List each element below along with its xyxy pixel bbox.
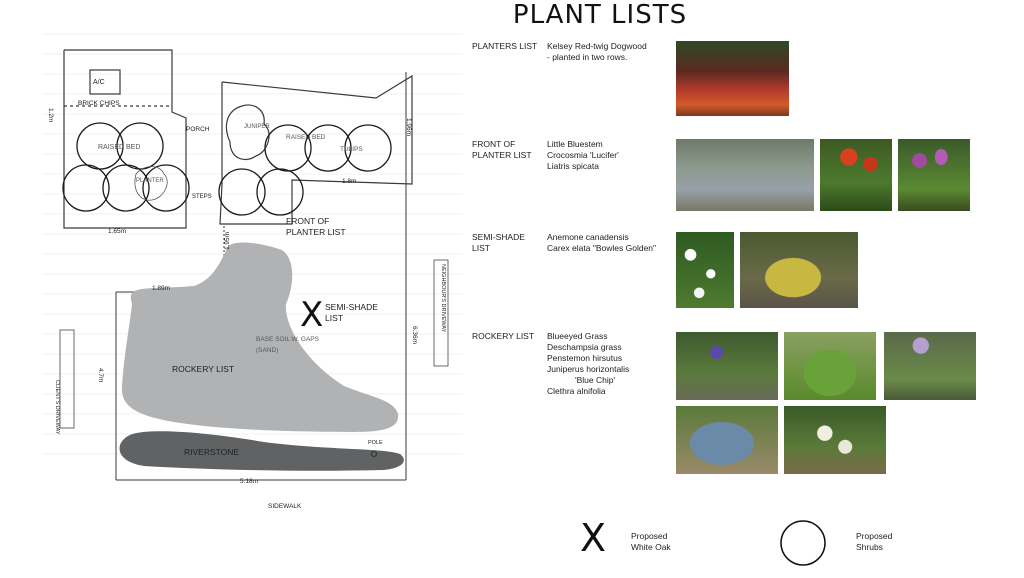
proposed-shrubs-right: [218, 124, 392, 216]
semi-shade-plant-names: Anemone canadensis Carex elata "Bowles G…: [547, 232, 656, 254]
riverstone-area: [119, 431, 404, 471]
dim-mid-2: 1.95m: [224, 231, 231, 250]
plant-name: Kelsey Red-twig Dogwood: [547, 41, 647, 51]
plant-name: Little Bluestem: [547, 139, 603, 149]
left-planter-outline: [63, 49, 187, 229]
planter-label: PLANTER: [136, 178, 164, 184]
plant-name: Penstemon hirsutus: [547, 353, 623, 363]
plant-name: Liatris spicata: [547, 161, 599, 171]
rockery-area: [121, 242, 399, 432]
plant-name: Blueeyed Grass: [547, 331, 608, 341]
dim-bottom: 5.18m: [240, 478, 259, 485]
legend-shrub-symbol: [780, 520, 826, 566]
rockery-plant-names: Blueeyed Grass Deschampsia grass Penstem…: [547, 331, 629, 397]
proposed-shrubs-left: [62, 122, 190, 212]
site-plan: X: [44, 33, 462, 481]
pole-label: POLE: [368, 440, 383, 446]
plant-name: Juniperus horizontalis: [547, 364, 630, 374]
blueeyed-grass-photo: [676, 332, 778, 400]
semi-shade-list-heading: SEMI-SHADE LIST: [472, 232, 525, 253]
clethra-photo: [784, 406, 886, 474]
legend-oak-symbol: X: [580, 516, 607, 560]
raised-bed-right-label: RAISED BED: [286, 134, 326, 141]
plant-name: Deschampsia grass: [547, 342, 622, 352]
steps-label: STEPS: [192, 194, 212, 200]
right-planter-outline: [219, 74, 413, 225]
dim-right-1: 1.96m: [405, 118, 412, 137]
liatris-photo: [898, 139, 970, 211]
dim-right-3: 6.36m: [411, 326, 418, 345]
front-planter-list-heading: FRONT OF PLANTER LIST: [472, 139, 532, 160]
rockery-list-heading: ROCKERY LIST: [472, 331, 535, 341]
plant-name: Carex elata "Bowles Golden": [547, 243, 657, 253]
dim-right-2: 1.8m: [342, 178, 357, 185]
plant-name: 'Blue Chip': [575, 375, 616, 385]
plant-name: Anemone canadensis: [547, 232, 629, 242]
porch-label: PORCH: [186, 126, 210, 133]
oak-symbol-plan: X: [300, 295, 323, 335]
dim-mid-1: 1.89m: [152, 285, 171, 292]
legend-oak-label: Proposed White Oak: [631, 531, 671, 552]
planters-list-heading: PLANTERS LIST: [472, 41, 538, 51]
semi-shade-label: SEMI-SHADE LIST: [325, 302, 378, 323]
plant-name: Clethra alnifolia: [547, 386, 606, 396]
juniper-blue-chip-photo: [676, 406, 778, 474]
sidewalk-label: SIDEWALK: [268, 503, 302, 510]
dogwood-photo: [676, 41, 789, 116]
juniper-label: JUNIPER: [244, 124, 270, 130]
ac-label: A/C: [93, 79, 105, 86]
base-soil-note: BASE SOIL W. GAPS (SAND): [256, 336, 319, 354]
plant-name: Crocosmia 'Lucifer': [547, 150, 619, 160]
page-title: PLANT LISTS: [512, 0, 688, 30]
dim-left-bottom: 1.65m: [108, 228, 127, 235]
little-bluestem-photo: [676, 139, 814, 211]
brick-chips-label: BRICK CHIPS: [78, 100, 120, 107]
riverstone-label: RIVERSTONE: [184, 447, 240, 457]
clients-driveway-label: CLIENT'S DRIVEWAY: [54, 380, 60, 435]
front-planter-plant-names: Little Bluestem Crocosmia 'Lucifer' Liat…: [547, 139, 619, 172]
planters-plant-names: Kelsey Red-twig Dogwood - planted in two…: [547, 41, 647, 63]
anemone-photo: [676, 232, 734, 308]
deschampsia-photo: [784, 332, 876, 400]
legend-shrub-label: Proposed Shrubs: [856, 531, 893, 552]
crocosmia-photo: [820, 139, 892, 211]
plant-name: - planted in two rows.: [547, 52, 628, 62]
penstemon-photo: [884, 332, 976, 400]
rockery-label: ROCKERY LIST: [172, 364, 235, 374]
tulips-label: TULIPS: [340, 146, 363, 153]
dim-left-top: 1.2m: [47, 108, 54, 123]
dim-left-side: 4.7m: [97, 368, 104, 383]
front-of-planter-label: FRONT OF PLANTER LIST: [286, 216, 346, 237]
raised-bed-left-label: RAISED BED: [98, 144, 141, 151]
carex-photo: [740, 232, 858, 308]
neighbours-driveway-label: NEIGHBOUR'S DRIVEWAY: [440, 264, 446, 333]
